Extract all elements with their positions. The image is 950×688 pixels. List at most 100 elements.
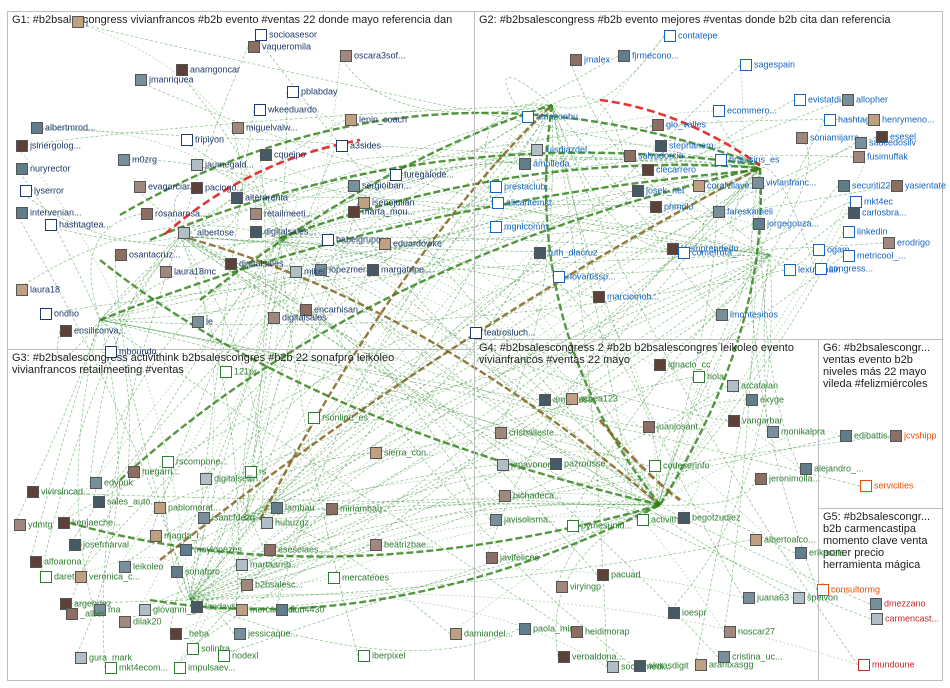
- node[interactable]: securiti22: [838, 180, 891, 192]
- node[interactable]: noscar27: [724, 626, 775, 638]
- node[interactable]: congress...: [815, 263, 873, 275]
- node[interactable]: saucedosilv: [855, 137, 916, 149]
- node[interactable]: fusimuffak: [853, 151, 908, 163]
- node[interactable]: pacuad: [597, 569, 641, 581]
- node[interactable]: hola: [693, 371, 724, 383]
- node[interactable]: laura18: [16, 284, 60, 296]
- node[interactable]: ensiliconva...: [60, 325, 126, 337]
- node[interactable]: arantxasgg: [695, 659, 754, 671]
- node[interactable]: dilak20: [119, 616, 162, 628]
- node[interactable]: martaarrib...: [236, 559, 299, 571]
- node[interactable]: metricool_...: [843, 250, 906, 262]
- node[interactable]: henrymeno...: [868, 114, 935, 126]
- node[interactable]: vaqueromila: [248, 41, 311, 53]
- node[interactable]: carlosbra...: [848, 207, 907, 219]
- node[interactable]: j: [72, 16, 88, 28]
- node[interactable]: tion4430: [276, 604, 325, 616]
- node[interactable]: isaacfdezq: [198, 512, 255, 524]
- node[interactable]: erodrigo: [883, 237, 930, 249]
- node[interactable]: brainsins_es: [715, 154, 780, 166]
- node[interactable]: kenjaeche...: [58, 517, 121, 529]
- node[interactable]: phmolo: [650, 201, 694, 213]
- node[interactable]: evagarciar...: [134, 181, 197, 193]
- node[interactable]: wkeeduardo: [254, 104, 317, 116]
- node[interactable]: prestaclub...: [490, 181, 553, 193]
- node[interactable]: pblabday: [287, 86, 338, 98]
- node[interactable]: jaumegald...: [191, 159, 254, 171]
- node[interactable]: glo_valles: [652, 119, 706, 131]
- node[interactable]: japavonorta: [497, 459, 558, 471]
- node[interactable]: monikalpra: [767, 426, 825, 438]
- node[interactable]: albertoalco...: [750, 534, 816, 546]
- node[interactable]: impulsaev...: [174, 662, 235, 674]
- node[interactable]: codeserinfo: [649, 460, 710, 472]
- node[interactable]: nuryrector: [16, 163, 71, 175]
- node[interactable]: alterarenta: [231, 192, 288, 204]
- node[interactable]: javisolisma...: [490, 514, 556, 526]
- node[interactable]: digitalsales...: [225, 258, 291, 270]
- node[interactable]: osantacruz...: [115, 249, 181, 261]
- node[interactable]: mikel_: [290, 266, 330, 278]
- node[interactable]: eseselaes...: [264, 544, 326, 556]
- node[interactable]: mgnlcomm...: [490, 221, 556, 233]
- node[interactable]: juana63: [743, 592, 789, 604]
- node[interactable]: exyge: [746, 394, 784, 406]
- node[interactable]: ioespr: [668, 607, 707, 619]
- node[interactable]: landaysa: [191, 601, 241, 613]
- node[interactable]: dmezzano: [870, 598, 926, 610]
- node[interactable]: a3sides: [336, 140, 381, 152]
- node[interactable]: jeronimolla...: [755, 473, 820, 485]
- node[interactable]: jsinergolog...: [16, 140, 81, 152]
- node[interactable]: margatripe...: [367, 264, 432, 276]
- node[interactable]: retailmeeti...: [250, 208, 313, 220]
- node[interactable]: edypuk: [90, 477, 133, 489]
- node[interactable]: edibattis...: [840, 430, 895, 442]
- node[interactable]: ondho: [40, 308, 79, 320]
- node[interactable]: comefruta_...: [678, 247, 745, 259]
- node[interactable]: arbea123: [566, 393, 618, 405]
- node[interactable]: huhuzgz: [261, 517, 309, 529]
- node[interactable]: luisdiazdel...: [531, 144, 595, 156]
- node[interactable]: beatrizbae...: [370, 539, 434, 551]
- node[interactable]: sagespain: [740, 59, 795, 71]
- node[interactable]: javifelices: [486, 552, 539, 564]
- node[interactable]: babelgrupo: [322, 234, 381, 246]
- node[interactable]: amazonbu...: [522, 111, 586, 123]
- node[interactable]: heidimorap: [571, 626, 630, 638]
- node[interactable]: sierra_con...: [370, 447, 434, 459]
- node[interactable]: miriambau: [326, 503, 382, 515]
- node[interactable]: b2bsalesc...: [241, 579, 303, 591]
- node[interactable]: _albertose: [178, 227, 234, 239]
- node[interactable]: contatepe: [664, 30, 718, 42]
- node[interactable]: digitalsales: [268, 312, 327, 324]
- node[interactable]: jcvshipp: [890, 430, 937, 442]
- node[interactable]: ignacio_cc: [654, 359, 711, 371]
- node[interactable]: nodexl: [218, 650, 259, 662]
- node[interactable]: coralvilave...: [693, 180, 757, 192]
- node[interactable]: albertmrod...: [31, 122, 96, 134]
- node[interactable]: josek_net: [632, 185, 685, 197]
- node[interactable]: almasdigit: [634, 660, 689, 672]
- node[interactable]: juanjosant...: [643, 421, 706, 433]
- node[interactable]: 121pr: [220, 366, 257, 378]
- node[interactable]: sergioiban...: [348, 180, 411, 192]
- node[interactable]: erikassis: [795, 547, 844, 559]
- node[interactable]: damiandel...: [450, 628, 513, 640]
- node[interactable]: ecommero...: [713, 105, 777, 117]
- node[interactable]: _alber: [66, 608, 105, 620]
- node[interactable]: sonafpro: [171, 566, 220, 578]
- node[interactable]: pazrousse...: [550, 458, 613, 470]
- node[interactable]: arcatalan: [727, 380, 778, 392]
- node[interactable]: salvadorcia: [624, 150, 684, 162]
- node[interactable]: jessicaque...: [234, 628, 298, 640]
- node[interactable]: lmontesinos: [716, 309, 778, 321]
- node[interactable]: _heba: [170, 628, 209, 640]
- node[interactable]: veronica_c...: [75, 571, 140, 583]
- node[interactable]: hashtagtea...: [45, 219, 111, 231]
- node[interactable]: mkt4ecom...: [105, 662, 168, 674]
- node[interactable]: rsonline_es: [308, 412, 368, 424]
- node[interactable]: mundoune: [858, 659, 915, 671]
- node[interactable]: yasientate: [891, 180, 946, 192]
- node[interactable]: intervenian...: [16, 207, 82, 219]
- node[interactable]: sales_auto...: [93, 496, 158, 508]
